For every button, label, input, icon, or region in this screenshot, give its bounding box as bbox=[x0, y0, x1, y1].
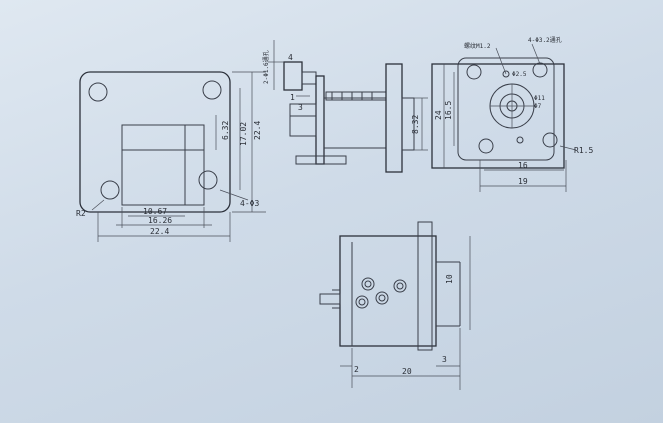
side-flange bbox=[315, 75, 325, 165]
bottom-pin-3 bbox=[375, 291, 389, 305]
dim-10-bottom: 10 bbox=[445, 274, 454, 284]
bottom-view: 20 2 3 10 bbox=[319, 221, 471, 390]
dim-8-32: 8.32 bbox=[411, 115, 420, 134]
side-top-block bbox=[283, 61, 303, 91]
front-hole-tr bbox=[202, 80, 222, 100]
bottom-body bbox=[339, 235, 437, 347]
bottom-right-flange bbox=[417, 221, 433, 351]
top-hole-bl bbox=[478, 138, 494, 154]
side-right-flange bbox=[385, 63, 403, 173]
dim-3-bottom: 3 bbox=[442, 355, 447, 364]
dim-10-67: 10.67 bbox=[143, 207, 167, 216]
bottom-shaft bbox=[319, 293, 341, 305]
dim-4-holes-top: 4-Φ3.2通孔 bbox=[528, 36, 562, 44]
dim-22-4-side: 22.4 bbox=[253, 121, 262, 140]
top-flange bbox=[457, 57, 555, 161]
dim-16-26: 16.26 bbox=[148, 216, 172, 225]
front-hole-tl bbox=[88, 82, 108, 102]
dim-3-side: 3 bbox=[298, 103, 303, 112]
dim-4-side: 4 bbox=[288, 53, 293, 62]
top-hole-br bbox=[542, 132, 558, 148]
top-hole-tr bbox=[532, 62, 548, 78]
dim-22-4-bottom: 22.4 bbox=[150, 227, 169, 236]
front-view: R2 10.67 16.26 22.4 4-Φ3 6.32 17.02 22.4 bbox=[76, 71, 266, 242]
front-hole-br bbox=[198, 170, 218, 190]
dim-6-32: 6.32 bbox=[221, 121, 230, 140]
bottom-pin-1 bbox=[361, 277, 375, 291]
dim-1-side: 1 bbox=[290, 93, 295, 102]
dim-d7: Φ7 bbox=[534, 103, 542, 110]
dim-d11: Φ11 bbox=[534, 95, 545, 102]
top-hole-tl bbox=[466, 64, 482, 80]
dim-20: 20 bbox=[402, 367, 412, 376]
dim-2-bottom: 2 bbox=[354, 365, 359, 374]
dim-4-holes: 4-Φ3 bbox=[240, 199, 259, 208]
dim-17-02: 17.02 bbox=[239, 122, 248, 146]
front-hole-bl bbox=[100, 180, 120, 200]
dim-r2: R2 bbox=[76, 209, 86, 218]
dim-19-top: 19 bbox=[518, 177, 528, 186]
dim-16-5: 16.5 bbox=[444, 101, 453, 120]
side-mid-block bbox=[289, 103, 317, 137]
dim-16-top: 16 bbox=[518, 161, 528, 170]
side-view: 2-Φ1.6通孔 4 1 3 8.32 bbox=[262, 40, 428, 173]
dim-bolt: 螺纹M1.2 bbox=[464, 42, 491, 50]
bottom-pin-2 bbox=[393, 279, 407, 293]
dim-pins: 2-Φ1.6通孔 bbox=[262, 50, 270, 84]
bottom-pin-4 bbox=[355, 295, 369, 309]
dim-24: 24 bbox=[434, 110, 443, 120]
top-view: 4-Φ3.2通孔 螺纹M1.2 Φ2.5 Φ11 Φ7 24 16.5 16 1… bbox=[431, 36, 593, 192]
front-body-outline bbox=[121, 124, 205, 206]
front-flange-outline bbox=[79, 71, 231, 213]
dim-d25: Φ2.5 bbox=[512, 71, 527, 78]
dim-r15: R1.5 bbox=[574, 146, 593, 155]
top-outer-frame bbox=[431, 63, 565, 169]
